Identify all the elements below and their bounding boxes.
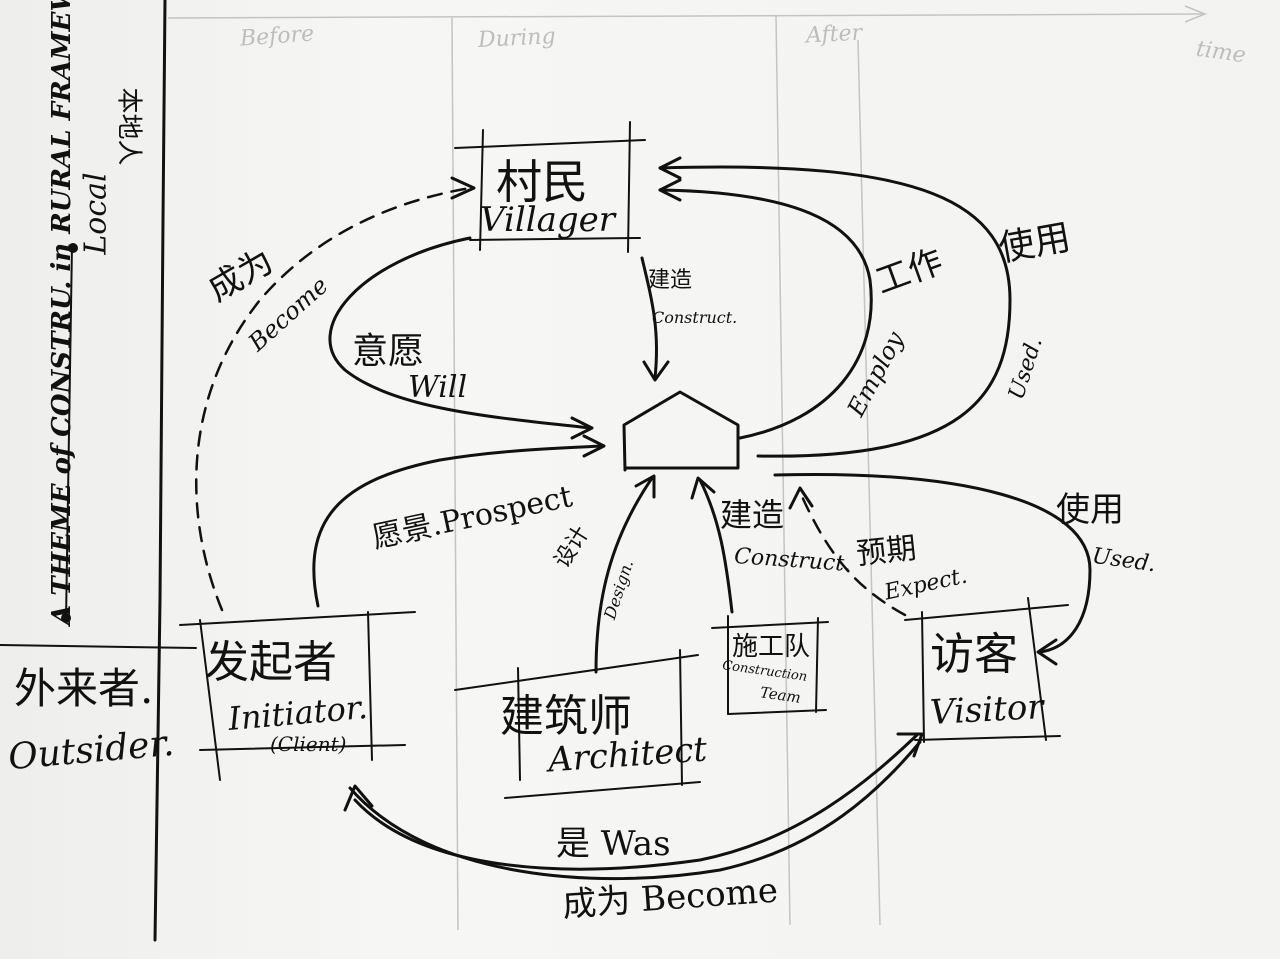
visitor-used-arrow-head	[1036, 638, 1058, 666]
was-arrow	[353, 732, 920, 871]
design-arrow	[594, 476, 654, 674]
visitor-used-arrow	[773, 473, 1092, 654]
team-frame	[711, 615, 829, 715]
villager-frame	[454, 121, 646, 253]
villager-en: Villager	[480, 200, 615, 240]
construct2-zh-label: 建造	[720, 496, 785, 534]
local-zh: 本地人	[113, 87, 144, 166]
outsider-zh: 外来者.	[14, 664, 154, 713]
used-arrow	[658, 165, 1012, 458]
prospect-arrow-head	[582, 434, 606, 458]
used-arrow-head	[658, 156, 682, 180]
was-arrow-head	[343, 784, 374, 812]
villager-zh: 村民	[496, 155, 588, 209]
construct-zh-label: 建造	[648, 268, 693, 293]
expect-dashed-arrow	[798, 490, 907, 617]
was-label: 是 Was	[556, 824, 671, 864]
phase-during: During	[477, 23, 557, 54]
will-zh-label: 意愿	[352, 331, 425, 372]
become-arrow	[348, 740, 922, 881]
become-dashed-arrow-head	[450, 176, 476, 200]
employ-arrow	[658, 188, 873, 440]
architect-frame	[454, 649, 701, 799]
expect-dashed-arrow-head	[788, 486, 814, 510]
used2-zh-label: 使用	[1056, 490, 1124, 530]
phase-after: After	[805, 20, 863, 49]
expect-zh-label: 预期	[854, 530, 919, 573]
house-icon	[622, 390, 740, 472]
initiator-frame	[179, 611, 416, 781]
phase-divider-1	[451, 17, 459, 931]
team-construct-arrow	[698, 478, 734, 614]
will-arrow-head	[570, 416, 594, 440]
title-dot-bottom	[61, 613, 71, 623]
will-arrow	[328, 236, 592, 430]
initiator-sub: (Client)	[270, 732, 347, 756]
main-divider	[153, 0, 167, 942]
visitor-frame	[904, 597, 1069, 743]
become-arrow-head	[896, 732, 924, 758]
side-title: A THEME of CONSTRU. in RURAL FRAMEWORK.	[47, 0, 77, 625]
construct-en-label: Construct.	[652, 308, 738, 327]
prospect-arrow	[312, 444, 604, 608]
villager-construct-arrow-head	[642, 360, 670, 382]
architect-zh: 建筑师	[500, 691, 632, 742]
team-zh: 施工队	[732, 632, 811, 662]
team-construct-arrow-head	[690, 476, 716, 500]
visitor-zh: 访客	[930, 629, 1018, 680]
local-outsider-separator	[0, 644, 197, 649]
become-dashed-arrow	[194, 186, 472, 612]
will-en-label: Will	[408, 370, 468, 405]
phase-divider-2	[775, 15, 791, 926]
title-rule	[65, 244, 73, 621]
local-en: Local	[78, 172, 114, 255]
time-axis	[167, 13, 1206, 19]
employ-arrow-head	[658, 178, 682, 202]
phase-divider-3	[857, 39, 881, 926]
initiator-zh: 发起者	[205, 637, 337, 688]
phase-before: Before	[239, 21, 315, 52]
title-dot-top	[68, 243, 78, 253]
villager-construct-arrow	[640, 256, 658, 380]
time-arrow-head	[1184, 5, 1208, 23]
design-arrow-head	[634, 474, 656, 499]
visitor-en: Visitor	[929, 687, 1045, 733]
